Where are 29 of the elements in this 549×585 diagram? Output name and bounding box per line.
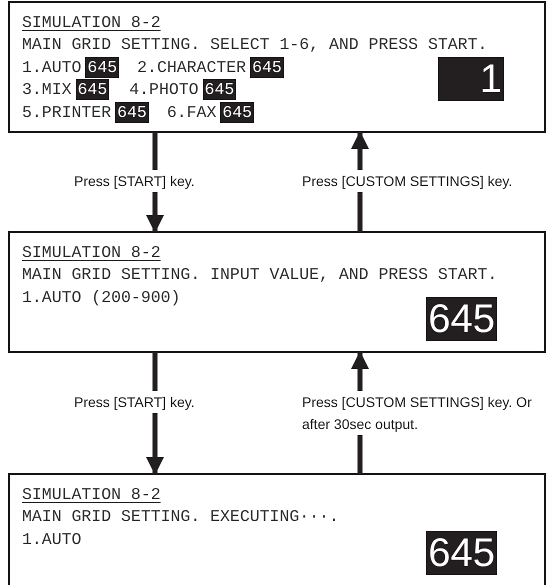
large-value-display: 645 — [426, 297, 497, 341]
menu-item: 1.AUTO (200-900) — [22, 288, 180, 307]
edge-label: Press [START] key. — [74, 391, 195, 413]
edge-label: Press [START] key. — [74, 170, 195, 192]
screen-message: MAIN GRID SETTING. EXECUTING···. — [22, 507, 339, 526]
screen-title: SIMULATION 8-2 — [22, 12, 161, 32]
menu-item: 3.MIX — [22, 80, 72, 100]
screen-panel — [8, 231, 546, 353]
screen-message: MAIN GRID SETTING. INPUT VALUE, AND PRESS START. — [22, 265, 498, 284]
menu-item: 1.AUTO — [22, 58, 82, 77]
screen-message: MAIN GRID SETTING. SELECT 1-6, AND PRESS START. — [22, 35, 488, 54]
value-display: 645 — [220, 102, 254, 123]
menu-item: 4.PHOTO — [129, 80, 199, 100]
value-display: 645 — [76, 79, 110, 100]
large-value-display: 1 — [438, 57, 504, 101]
screen-title: SIMULATION 8-2 — [22, 484, 161, 504]
value-display: 645 — [250, 56, 284, 78]
value-display: 645 — [115, 102, 149, 123]
menu-item: 1.AUTO — [22, 530, 82, 549]
screen-panel — [8, 1, 546, 133]
large-value-display: 645 — [426, 531, 497, 575]
menu-item: 6.FAX — [166, 102, 216, 122]
screen-panel — [8, 473, 546, 585]
menu-item: 2.CHARACTER — [137, 58, 246, 77]
value-display: 645 — [202, 79, 236, 100]
value-display: 645 — [85, 56, 120, 78]
menu-item: 5.PRINTER — [22, 102, 112, 122]
screen-title: SIMULATION 8-2 — [22, 242, 161, 262]
edge-label: Press [CUSTOM SETTINGS] key. — [302, 170, 512, 192]
